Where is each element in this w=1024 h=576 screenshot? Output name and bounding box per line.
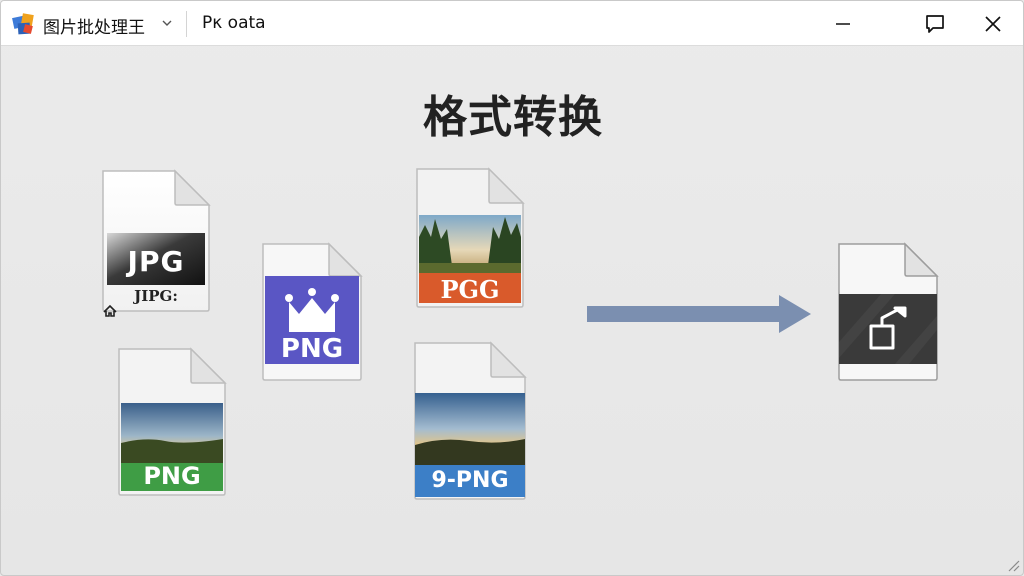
app-logo-icon[interactable] [11,11,37,37]
source-file-9-png[interactable]: 9-PNG [411,341,529,501]
file-label: PGG [440,275,500,304]
file-label: 9-PNG [431,468,509,493]
file-document-icon [102,169,211,312]
sunset-photo [121,403,223,463]
file-document-icon [118,347,227,496]
file-label: JPG [127,245,185,278]
source-file-pgg[interactable]: PGG [413,167,527,309]
title-separator [186,11,187,37]
close-icon [985,16,1001,32]
file-document-icon [414,341,527,500]
resize-grip-icon[interactable] [1006,558,1020,572]
close-button[interactable] [971,7,1015,41]
chevron-down-icon[interactable] [161,17,173,29]
app-name[interactable]: 图片批处理王 [43,18,145,38]
minimize-icon [836,23,850,25]
home-icon [103,304,117,317]
file-label: PNG [280,334,344,364]
minimize-button[interactable] [821,7,865,41]
file-label: PNG [143,462,201,490]
forest-photo [419,215,521,273]
crown-icon [285,288,339,332]
arrow-right-icon [587,295,811,333]
file-document-icon [416,167,525,308]
source-file-png-green[interactable]: PNG [115,347,229,497]
export-icon [869,306,907,350]
source-file-jpg[interactable]: JPG JIPG: [99,169,213,317]
target-file[interactable] [835,242,941,382]
restore-button[interactable] [913,7,957,41]
title-bar: 图片批处理王 Pκ oata [1,1,1023,46]
file-sub-label-text: JIPG: [134,287,178,305]
file-document-icon [262,242,363,381]
file-document-icon [838,242,939,381]
sunset-photo [415,393,525,465]
document-name: Pκ oata [202,13,266,33]
restore-icon [926,15,944,33]
source-file-png-purple[interactable]: PNG [259,242,365,382]
file-sub-label: JIPG: [99,287,213,317]
page-title: 格式转换 [423,92,603,143]
